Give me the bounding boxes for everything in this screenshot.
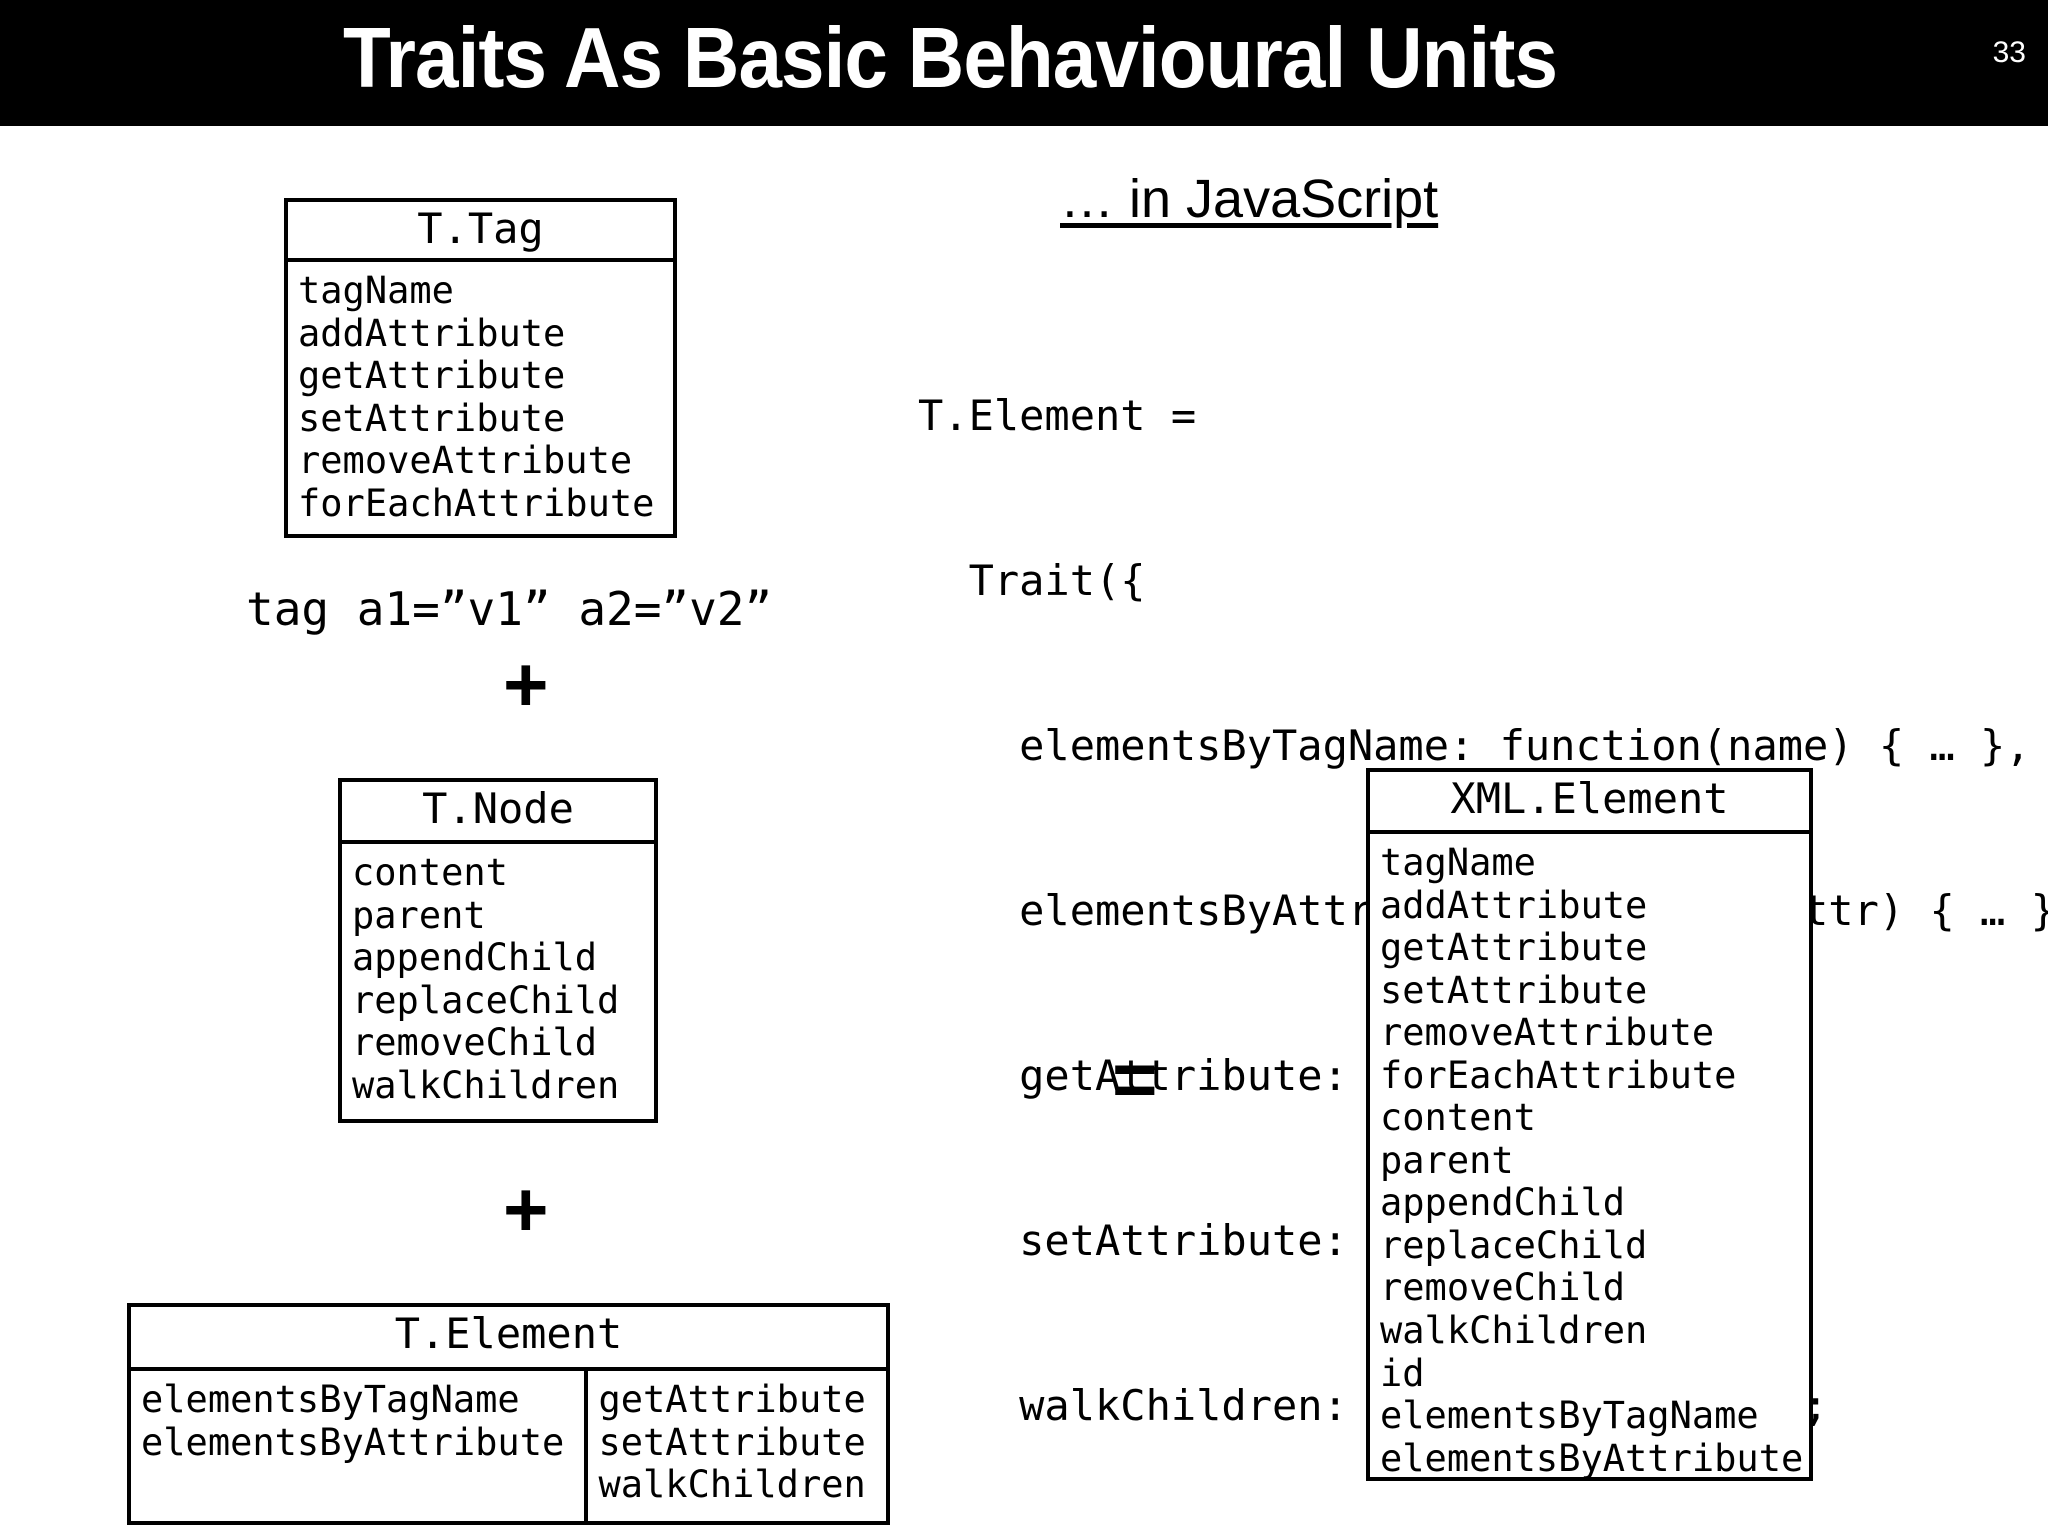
page-title: Traits As Basic Behavioural Units <box>342 11 1558 106</box>
class-box-t-element: T.Element elementsByTagName elementsByAt… <box>127 1303 890 1525</box>
class-column: tagName addAttribute getAttribute setAtt… <box>288 262 673 539</box>
class-member: addAttribute <box>298 311 566 355</box>
class-member: appendChild <box>352 936 598 980</box>
class-member: removeChild <box>352 1021 598 1065</box>
class-member: addAttribute <box>1380 883 1648 927</box>
tag-example-text: tag a1=”v1” a2=”v2” <box>246 582 773 636</box>
class-member: setAttribute <box>1380 968 1648 1012</box>
class-member: getAttribute <box>598 1378 866 1421</box>
class-member: walkChildren <box>598 1463 866 1507</box>
class-member: elementsByAttribute <box>141 1420 565 1464</box>
javascript-section-heading: … in JavaScript <box>1060 169 1439 229</box>
class-body-xml-element: tagName addAttribute getAttribute setAtt… <box>1370 834 1809 1494</box>
class-member: tagName <box>1380 841 1536 884</box>
class-column-left: elementsByTagName elementsByAttribute <box>131 1371 584 1521</box>
class-member: elementsByTagName <box>141 1378 520 1421</box>
class-box-xml-element: XML.Element tagName addAttribute getAttr… <box>1366 768 1813 1481</box>
class-member: removeAttribute <box>1380 1011 1715 1055</box>
class-member: removeAttribute <box>298 439 633 483</box>
title-banner: Traits As Basic Behavioural Units 33 <box>0 0 2048 126</box>
class-member: content <box>1380 1096 1536 1140</box>
class-member: getAttribute <box>1380 926 1648 970</box>
class-box-t-node: T.Node content parent appendChild replac… <box>338 778 658 1123</box>
class-member: tagName <box>298 269 454 312</box>
class-member: getAttribute <box>298 354 566 398</box>
class-member: parent <box>352 893 486 937</box>
class-column-right: getAttribute setAttribute walkChildren <box>584 1371 886 1521</box>
class-member: walkChildren <box>352 1063 620 1107</box>
class-member: elementsByAttribute <box>1380 1436 1804 1480</box>
class-member: appendChild <box>1380 1181 1626 1225</box>
class-member: elementsByTagName <box>1380 1394 1759 1438</box>
class-member: id <box>1380 1351 1425 1395</box>
class-member: forEachAttribute <box>1380 1053 1737 1097</box>
class-member: setAttribute <box>298 396 566 440</box>
class-title-t-node: T.Node <box>342 782 654 844</box>
class-member: walkChildren <box>1380 1309 1648 1353</box>
code-line: T.Element = <box>918 391 1197 440</box>
code-line: Trait({ <box>918 556 1146 605</box>
class-member: parent <box>1380 1138 1514 1182</box>
class-column: tagName addAttribute getAttribute setAtt… <box>1370 834 1813 1494</box>
class-member: forEachAttribute <box>298 481 655 525</box>
class-member: removeChild <box>1380 1266 1626 1310</box>
class-member: replaceChild <box>1380 1223 1648 1267</box>
code-line: elementsByTagName: function(name) { … }, <box>918 721 2031 770</box>
class-body-t-tag: tagName addAttribute getAttribute setAtt… <box>288 262 673 539</box>
class-body-t-node: content parent appendChild replaceChild … <box>342 844 654 1121</box>
equals-operator: = <box>1112 1035 1158 1123</box>
class-column: content parent appendChild replaceChild … <box>342 844 654 1121</box>
class-title-t-tag: T.Tag <box>288 202 673 262</box>
class-box-t-tag: T.Tag tagName addAttribute getAttribute … <box>284 198 677 538</box>
class-member: replaceChild <box>352 978 620 1022</box>
class-title-xml-element: XML.Element <box>1370 772 1809 834</box>
class-title-t-element: T.Element <box>131 1307 886 1371</box>
class-member: content <box>352 851 508 894</box>
plus-operator: + <box>503 640 549 728</box>
class-member: setAttribute <box>598 1420 866 1464</box>
slide-number: 33 <box>1992 36 2026 69</box>
plus-operator: + <box>503 1165 549 1253</box>
class-body-t-element: elementsByTagName elementsByAttribute ge… <box>131 1371 886 1521</box>
